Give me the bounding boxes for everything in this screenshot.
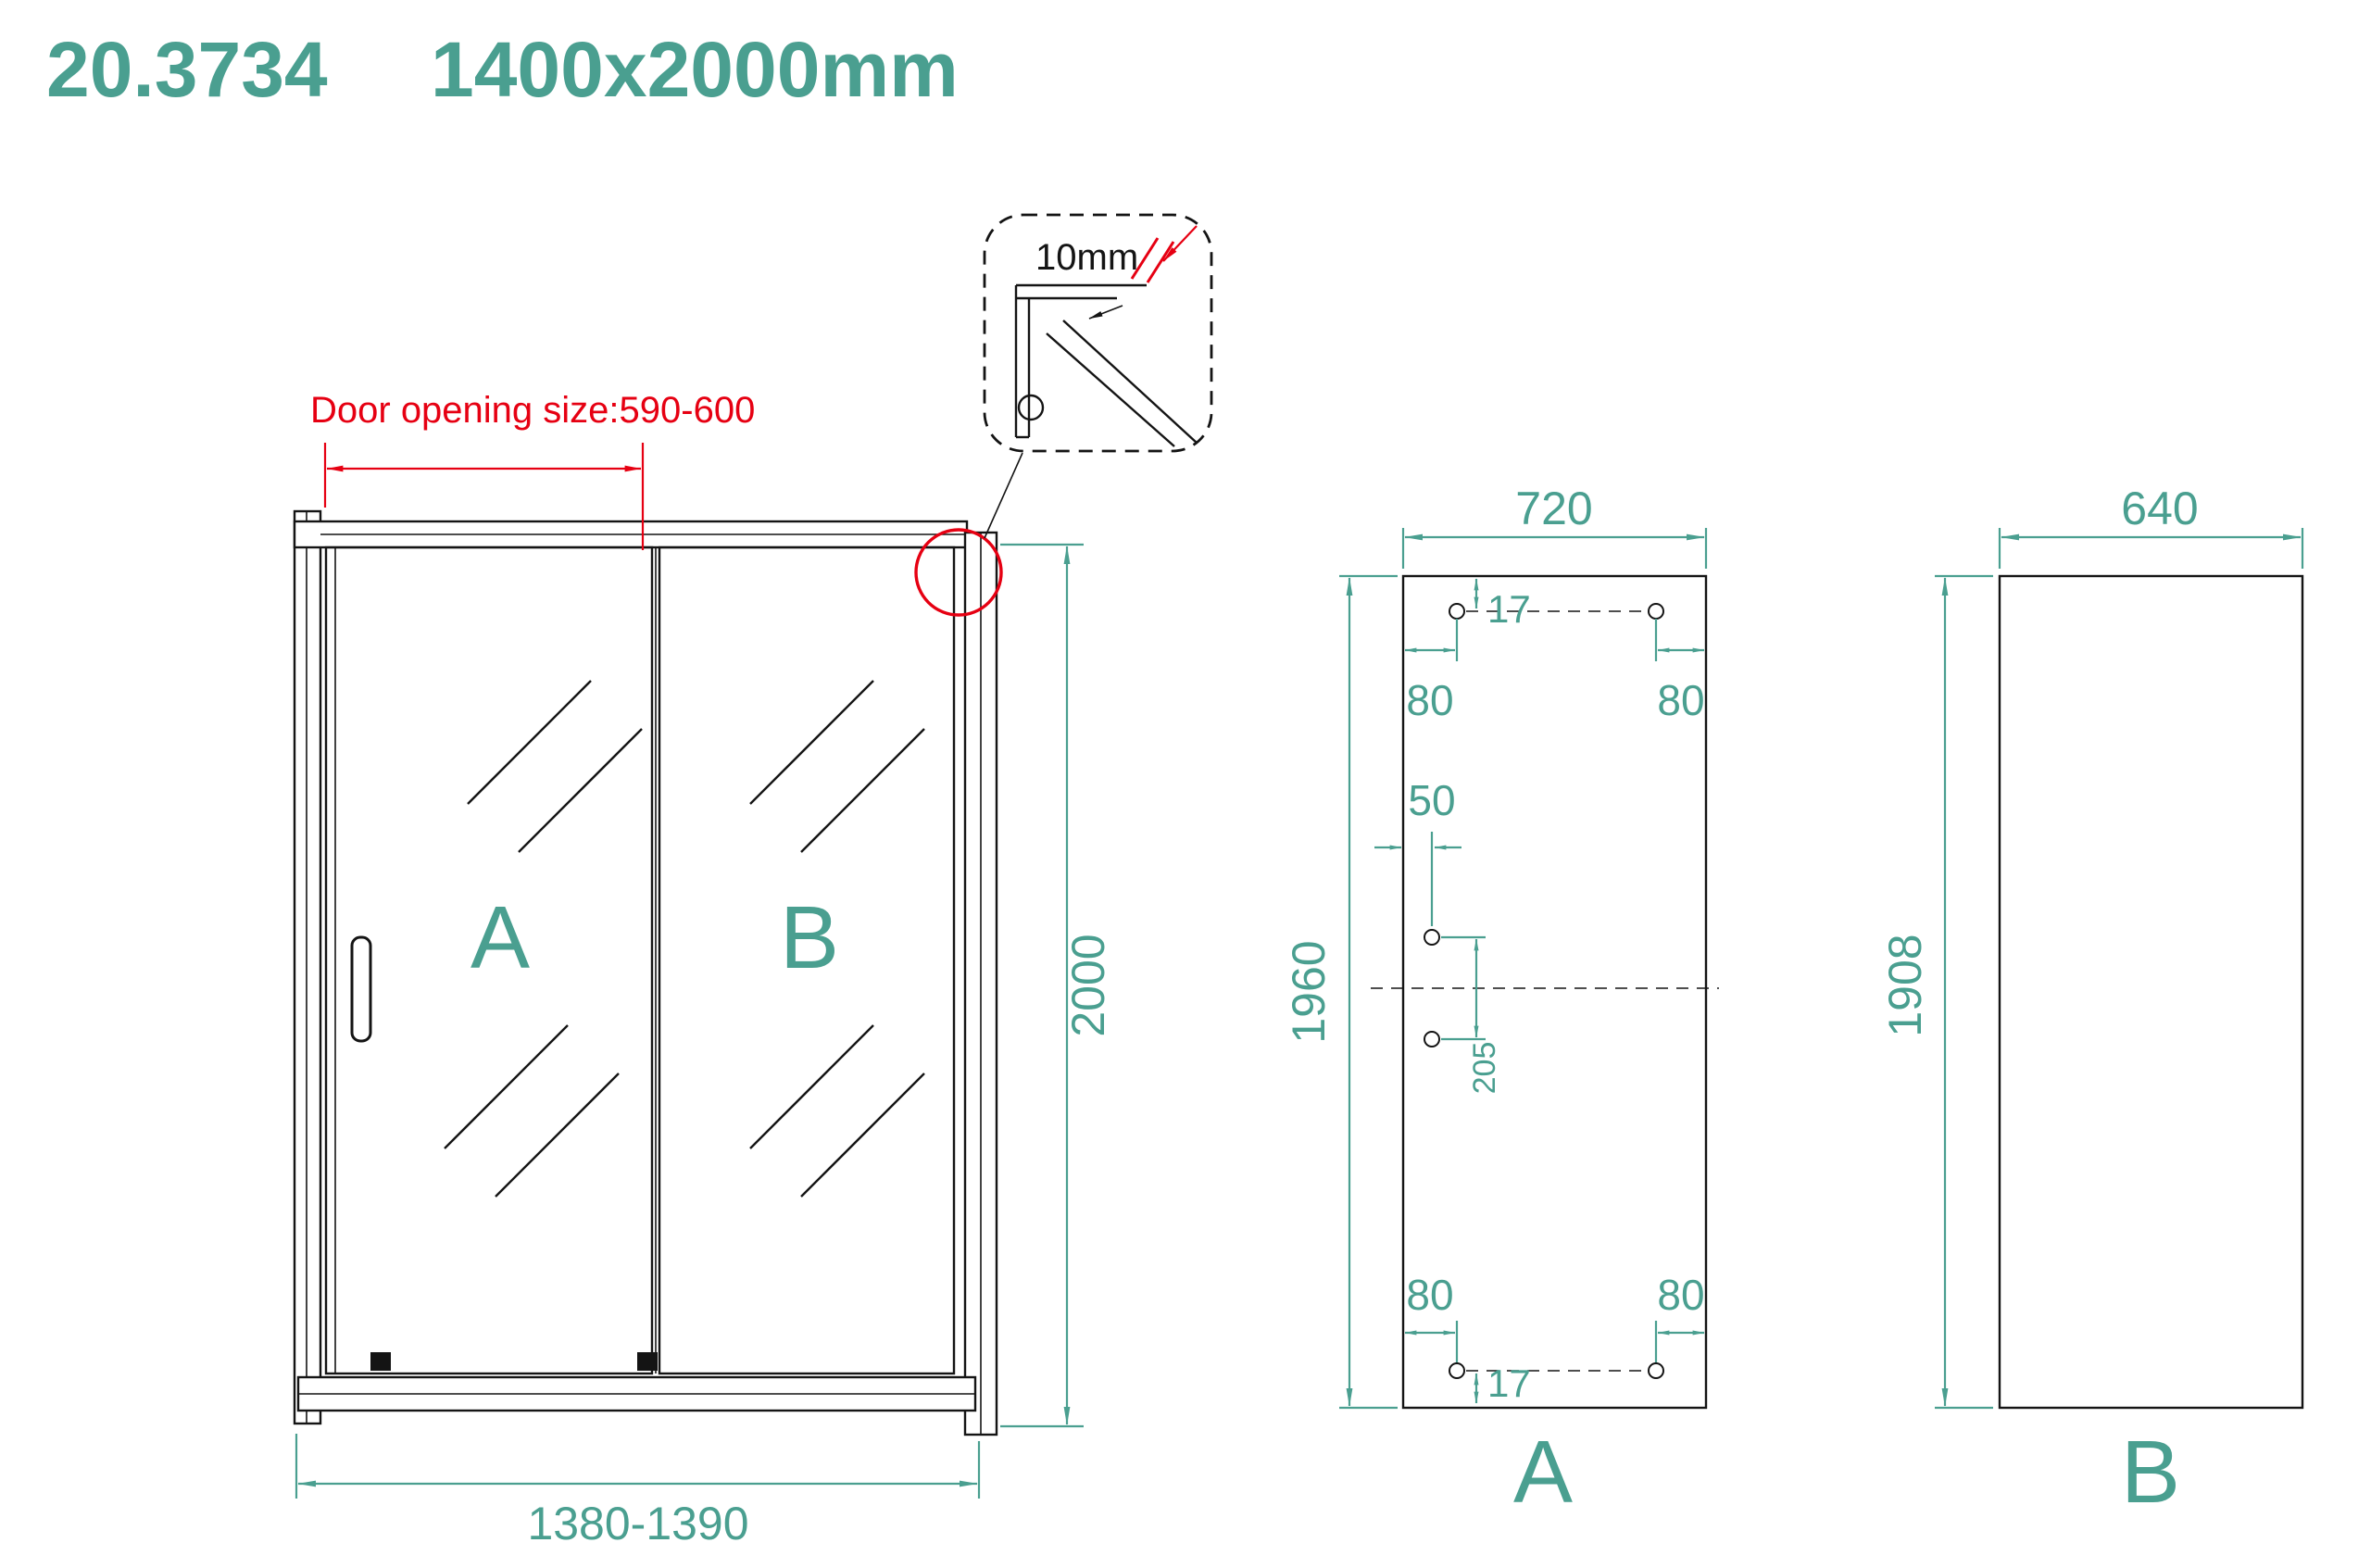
- screw-hole: [1449, 603, 1465, 620]
- panel-b-view: 640 1908 B: [1879, 483, 2304, 1522]
- panel-a-outline: [1401, 574, 1708, 1410]
- door-opening-label: Door opening size:590-600: [310, 390, 755, 431]
- screw-hole: [1449, 1362, 1465, 1379]
- panel-b-width-value: 640: [2121, 483, 2198, 534]
- panel-b-height-value: 1908: [1879, 934, 1931, 1036]
- panel-b-height-dimension: 1908: [1879, 574, 1993, 1410]
- panel-a-height-dimension: 1960: [1283, 574, 1398, 1410]
- panel-a-top-holes: 17 80 80: [1404, 578, 1705, 724]
- screw-hole: [1424, 1031, 1440, 1047]
- screw-hole: [1648, 1362, 1664, 1379]
- panel-a-bottom-offset-value: 17: [1487, 1361, 1531, 1405]
- panel-a-top-left-value: 80: [1406, 676, 1453, 724]
- height-value: 2000: [1062, 934, 1114, 1036]
- panel-a-hole-spacing-value: 205: [1467, 1042, 1502, 1095]
- floor-guide-left: [370, 1352, 391, 1371]
- width-dimension: 1380-1390: [295, 1434, 981, 1549]
- wall-profile: [293, 509, 322, 1425]
- profile-hole: [1017, 394, 1045, 421]
- panel-b-view-label: B: [2121, 1423, 2180, 1522]
- width-value: 1380-1390: [527, 1498, 748, 1549]
- glass-hatch-marks: [444, 680, 925, 1198]
- panel-a-view: 720 1960 17 80 80 50: [1283, 483, 1719, 1522]
- detail-leader-line: [984, 452, 1023, 539]
- model-number: 20.3734: [46, 26, 328, 113]
- panel-b-outline: [1998, 574, 2304, 1410]
- detail-boundary: [983, 213, 1213, 453]
- detail-callout-circle: [914, 528, 1003, 617]
- panel-a-width-dimension: 720: [1401, 483, 1708, 569]
- door-opening-dimension: Door opening size:590-600: [310, 390, 755, 550]
- detail-gap-label: 10mm: [1035, 237, 1138, 278]
- detail-inset: 10mm: [983, 213, 1213, 453]
- screw-hole: [1648, 603, 1664, 620]
- door-handle: [350, 935, 372, 1043]
- panel-a-view-label: A: [1513, 1423, 1573, 1522]
- panel-a-width-value: 720: [1515, 483, 1592, 534]
- panel-a-height-value: 1960: [1283, 940, 1335, 1043]
- profile-section-drawing: [1014, 283, 1198, 447]
- panel-a-top-offset-value: 17: [1487, 587, 1531, 631]
- panel-a-handle-holes: 50 205: [1371, 776, 1719, 1094]
- floor-guide-center: [637, 1352, 658, 1371]
- panel-a-hole-inset-value: 50: [1408, 776, 1455, 824]
- height-dimension: 2000: [1000, 543, 1114, 1428]
- front-panel-b-label: B: [780, 888, 839, 987]
- front-view: A B Door opening size:590-600 2000 1380-…: [293, 390, 1114, 1549]
- panel-a-bottom-holes: 80 80 17: [1404, 1271, 1705, 1405]
- glass-panel-b: [658, 546, 956, 1375]
- profile-arrow: [1088, 305, 1123, 320]
- panel-a-bottom-left-value: 80: [1406, 1271, 1453, 1319]
- screw-hole: [1424, 929, 1440, 946]
- glass-panel-a: [324, 546, 654, 1375]
- panel-a-top-right-value: 80: [1657, 676, 1704, 724]
- front-panel-a-label: A: [470, 888, 530, 987]
- gap-arrow: [1162, 225, 1198, 262]
- header: 20.3734 1400x2000mm: [46, 26, 959, 113]
- panel-b-width-dimension: 640: [1998, 483, 2304, 569]
- panel-a-bottom-right-value: 80: [1657, 1271, 1704, 1319]
- product-size: 1400x2000mm: [431, 26, 959, 113]
